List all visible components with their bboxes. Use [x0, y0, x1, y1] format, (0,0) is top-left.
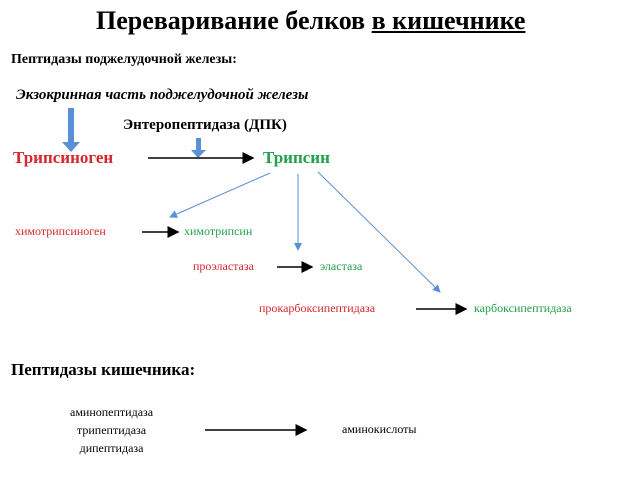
elastase-label: эластаза: [320, 259, 363, 273]
list-item: аминопептидаза: [70, 405, 154, 419]
list-item: дипептидаза: [79, 441, 144, 455]
section-pancreas-heading: Пептидазы поджелудочной железы:: [11, 52, 237, 67]
trypsin-to-carboxy-arrow: [317, 171, 441, 293]
product-label: аминокислоты: [342, 422, 417, 436]
proelastase-label: проэластаза: [193, 259, 254, 273]
trypsin-to-chymo-arrow: [169, 172, 271, 218]
procarboxypeptidase-label: прокарбоксипептидаза: [259, 301, 376, 315]
intestinal-enzyme-list: аминопептидаза трипептидаза дипептидаза: [70, 403, 153, 457]
section-intestine-heading: Пептидазы кишечника:: [11, 360, 196, 379]
list-item: трипептидаза: [76, 423, 147, 437]
exocrine-down-arrow: [62, 108, 80, 152]
trypsin-label: Трипсин: [263, 148, 330, 167]
exocrine-label: Экзокринная часть поджелудочной железы: [16, 87, 309, 103]
trypsinogen-label: Трипсиноген: [13, 148, 114, 167]
carboxypeptidase-label: карбоксипептидаза: [474, 301, 572, 315]
page-title: Переваривание белков в кишечнике: [96, 6, 526, 35]
chymotrypsin-label: химотрипсин: [184, 224, 253, 238]
enteropeptidase-down-arrow: [191, 138, 206, 158]
enteropeptidase-label: Энтеропептидаза (ДПК): [123, 117, 287, 133]
chymotrypsinogen-label: химотрипсиноген: [15, 224, 106, 238]
